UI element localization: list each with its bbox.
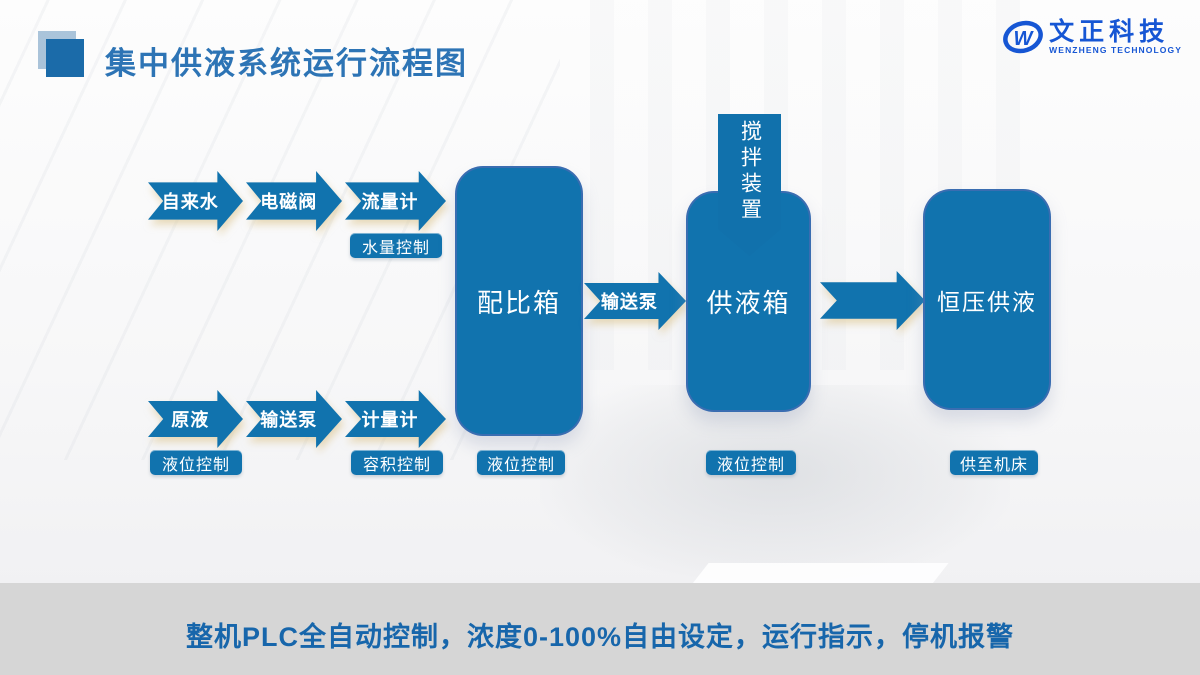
tank-constant-pressure: 恒压供液 [923,189,1051,410]
pill-liquid-level-control-supply: 液位控制 [706,450,796,475]
title-deco-square-front [46,39,84,77]
logo-text-block: 文正科技 WENZHENG TECHNOLOGY [1049,17,1182,56]
flow-arrow-flow-meter: 流量计 [345,171,446,231]
pill-liquid-level-control-raw: 液位控制 [150,450,242,475]
flow-arrow-metering-meter-label: 计量计 [345,390,446,448]
logo-monogram: W [1014,28,1035,50]
flow-arrow-to-pressure [820,271,925,330]
flow-arrow-tap-water: 自来水 [148,171,243,231]
footer-text: 整机PLC全自动控制，浓度0-100%自由设定，运行指示，停机报警 [185,621,1015,652]
flow-arrow-raw-liquid: 原液 [148,390,243,448]
flow-arrow-mid-pump-label: 输送泵 [584,272,686,330]
wenzheng-logo-icon: W [1003,20,1044,54]
flow-arrow-transfer-pump-label: 输送泵 [246,390,342,448]
flow-arrow-flow-meter-label: 流量计 [345,171,446,231]
flow-arrow-transfer-pump: 输送泵 [246,390,342,448]
page-title: 集中供液系统运行流程图 [105,46,468,81]
flow-arrow-raw-liquid-label: 原液 [148,390,243,448]
flow-arrow-tap-water-label: 自来水 [148,171,243,231]
pill-liquid-level-control-mixing: 液位控制 [477,450,565,475]
logo-brand-name: 文正科技 [1049,17,1170,46]
logo-brand-english: WENZHENG TECHNOLOGY [1049,45,1182,56]
pill-supply-to-machine: 供至机床 [950,450,1038,475]
tank-mixing: 配比箱 [455,166,583,436]
flow-arrow-to-pressure-shape [820,271,925,330]
pill-water-volume-control: 水量控制 [350,233,442,258]
company-logo: W 文正科技 WENZHENG TECHNOLOGY [1001,15,1182,59]
flow-arrow-mid-pump: 输送泵 [584,272,686,330]
flow-arrow-solenoid-valve-label: 电磁阀 [246,171,342,231]
flow-arrow-metering-meter: 计量计 [345,390,446,448]
stirrer-label: 搅拌装置 [738,120,762,224]
footer-bar: 整机PLC全自动控制，浓度0-100%自由设定，运行指示，停机报警 [0,583,1200,675]
pill-volume-control: 容积控制 [351,450,443,475]
background-white-wedge [691,563,949,585]
stirrer-down-arrow: 搅拌装置 [718,114,781,256]
flow-arrow-solenoid-valve: 电磁阀 [246,171,342,231]
background-car-image [540,385,1010,580]
